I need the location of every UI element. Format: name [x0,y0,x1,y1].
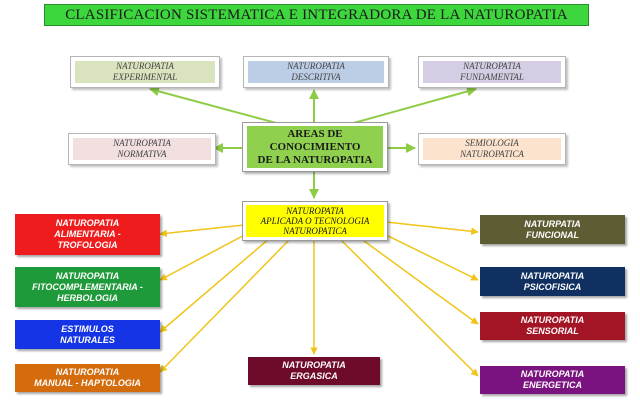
box-naturopatia-descritiva: NATUROPATIA DESCRITIVA [243,56,389,88]
box-line: NORMATIVA [117,149,167,159]
applied-line: NATUROPATIA [286,206,344,216]
box-line: ERGASICA [290,371,338,381]
box-line: NATURPATIA [524,218,581,229]
diagram-title: CLASIFICACION SISTEMATICA E INTEGRADORA … [44,4,589,26]
center-box-areas-de-conocimiento: AREAS DE CONOCIMIENTO DE LA NATUROPATIA [242,122,388,172]
box-line: FITOCOMPLEMENTARIA - [32,281,143,292]
box-naturopatia-aplicada: NATUROPATIA APLICADA O TECNOLOGIA NATURO… [242,201,388,241]
box-line: FUNCIONAL [526,229,579,240]
center-line: DE LA NATUROPATIA [257,153,373,166]
arrow-to-estimulos [159,237,271,333]
box-line: NATUROPATICA [460,149,524,159]
box-line: MANUAL - HAPTOLOGIA [34,378,141,388]
box-semiologia-naturopatica: SEMIOLOGIA NATUROPATICA [418,133,566,165]
box-line: NATURALES [60,334,115,345]
box-line: NATUROPATIA [55,367,120,377]
box-line: NATUROPATIA [113,138,171,148]
box-line: NATUROPATIA [282,360,346,370]
box-line: NATUROPATIA [116,61,174,71]
arrow-to-fundamental [349,86,477,125]
arrow-to-alimentaria [159,224,245,238]
box-line: NATUROPATIA [55,218,120,228]
box-naturpatia-funcional: NATURPATIA FUNCIONAL [480,215,625,244]
box-naturopatia-normativa: NATUROPATIA NORMATIVA [68,133,216,165]
arrow-to-experimental [149,86,281,125]
box-line: NATUROPATIA [520,369,585,379]
box-line: NATUROPATIA [520,315,585,325]
box-line: SEMIOLOGIA [465,138,519,148]
box-line: SENSORIAL [526,326,579,336]
box-naturopatia-energetica: NATUROPATIA ENERGETICA [480,366,625,394]
box-line: NATUROPATIA [55,270,120,281]
applied-line: APLICADA O TECNOLOGIA [260,216,370,226]
box-line: NATUROPATIA [463,61,521,71]
box-line: NATUROPATIA [520,270,585,281]
arrow-to-manual [159,238,291,373]
box-naturopatia-ergasica: NATUROPATIA ERGASICA [248,357,380,385]
arrow-to-funcional [385,221,479,235]
box-naturopatia-fitocomplementaria: NATUROPATIA FITOCOMPLEMENTARIA - HERBOLO… [15,267,160,307]
center-line: AREAS DE [287,127,343,140]
box-naturopatia-fundamental: NATUROPATIA FUNDAMENTAL [418,56,566,88]
applied-line: NATUROPATICA [283,226,347,236]
box-line: DESCRITIVA [291,72,341,82]
box-line: HERBOLOGIA [56,292,118,303]
arrow-to-sensorial [359,237,479,325]
box-naturopatia-alimentaria: NATUROPATIA ALIMENTARIA - TROFOLOGIA [15,214,160,255]
box-line: NATUROPATIA [287,61,345,71]
box-naturopatia-manual: NATUROPATIA MANUAL - HAPTOLOGIA [15,364,160,392]
box-line: ALIMENTARIA - [54,229,121,239]
box-naturopatia-sensorial: NATUROPATIA SENSORIAL [480,312,625,340]
box-line: PSICOFISICA [523,281,582,292]
box-line: EXPERIMENTAL [112,72,178,82]
center-line: CONOCIMIENTO [269,140,361,153]
box-line: FUNDAMENTAL [460,72,524,82]
arrow-to-psicofisica [379,231,479,281]
box-estimulos-naturales: ESTIMULOS NATURALES [15,320,160,349]
center-box-fill: AREAS DE CONOCIMIENTO DE LA NATUROPATIA [247,126,383,168]
arrow-to-energetica [339,238,479,377]
box-line: TROFOLOGIA [57,240,118,250]
box-naturopatia-experimental: NATUROPATIA EXPERIMENTAL [70,56,220,88]
box-line: ENERGETICA [522,380,582,390]
box-naturopatia-psicofisica: NATUROPATIA PSICOFISICA [480,267,625,296]
applied-box-fill: NATUROPATIA APLICADA O TECNOLOGIA NATURO… [246,205,384,237]
arrow-to-fitocomplementaria [159,231,251,281]
box-line: ESTIMULOS [61,323,114,334]
